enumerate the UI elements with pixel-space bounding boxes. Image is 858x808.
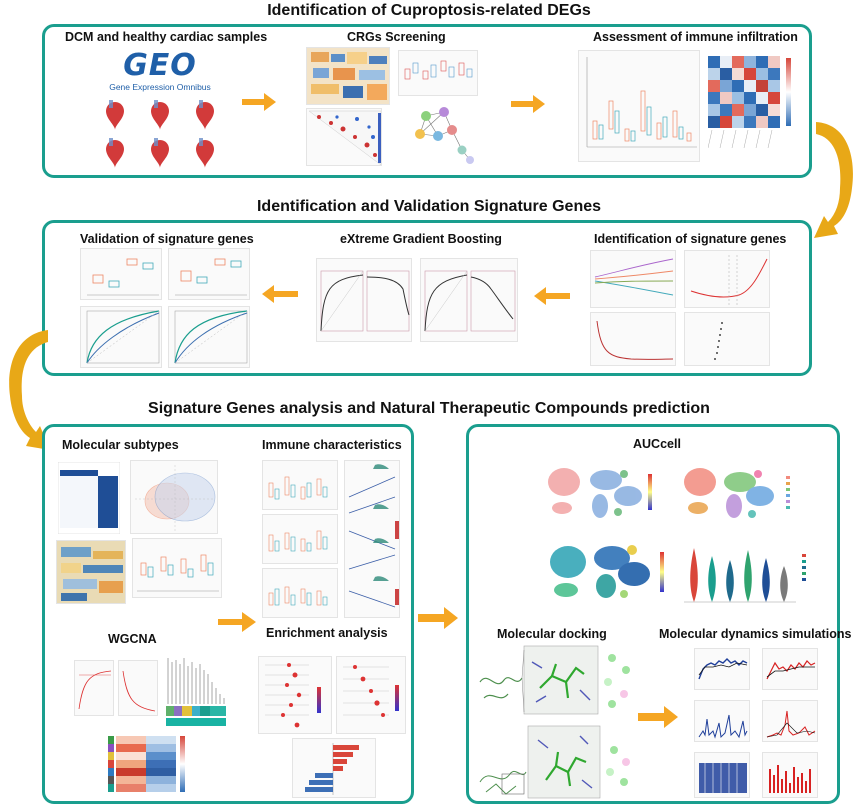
arrow-right-icon: [218, 612, 256, 632]
label-crgs-screening: CRGs Screening: [347, 30, 446, 44]
docking-protein-thumbnail: [476, 642, 638, 718]
svm-accuracy-thumbnail: [684, 312, 770, 366]
geo-logo-subtitle: Gene Expression Omnibus: [109, 82, 211, 92]
consensus-matrix-thumbnail: [58, 462, 120, 534]
arrow-right-icon: [418, 607, 458, 629]
label-molecular-docking: Molecular docking: [497, 627, 607, 641]
curved-arrow-icon: [814, 122, 853, 238]
lasso-path-thumbnail: [590, 250, 676, 308]
label-enrichment-analysis: Enrichment analysis: [266, 626, 388, 640]
immune-boxplot-thumbnail: [578, 50, 700, 162]
arrow-right-icon: [638, 706, 678, 728]
immune-boxplot-thumbnail: [262, 568, 338, 618]
label-immune-infiltration: Assessment of immune infiltration: [593, 30, 798, 44]
label-xgboost: eXtreme Gradient Boosting: [340, 232, 502, 246]
docking-ligand-thumbnail: [476, 722, 638, 800]
immune-boxplot-thumbnail: [262, 514, 338, 564]
label-molecular-subtypes: Molecular subtypes: [62, 438, 179, 452]
immune-heatmap-thumbnail: [708, 56, 796, 152]
arrow-right-icon: [511, 95, 545, 113]
arrow-right-icon: [242, 93, 276, 111]
heatmap-thumbnail: [306, 47, 390, 105]
md-hbond-thumbnail: [762, 752, 818, 798]
md-hbond-thumbnail: [694, 752, 750, 798]
md-rmsd-thumbnail: [762, 648, 818, 690]
correlation-matrix-thumbnail: [306, 108, 382, 166]
md-rmsf-thumbnail: [694, 700, 750, 742]
enrichment-dotplot-thumbnail: [336, 656, 406, 734]
roc-curve-thumbnail: [168, 306, 250, 368]
label-auccell: AUCcell: [633, 437, 681, 451]
label-validation-signature-genes: Validation of signature genes: [80, 232, 254, 246]
gsea-barplot-thumbnail: [292, 738, 376, 798]
heart-icon: [106, 102, 214, 168]
validation-boxplot-thumbnail: [168, 248, 250, 300]
ppi-network-thumbnail: [400, 102, 480, 166]
enrichment-dotplot-thumbnail: [258, 656, 332, 734]
label-wgcna: WGCNA: [108, 632, 157, 646]
validation-boxplot-thumbnail: [80, 248, 162, 300]
svm-error-thumbnail: [590, 312, 676, 366]
heart-samples-grid: [95, 98, 225, 174]
violin-plot-thumbnail: [680, 536, 824, 608]
curved-arrow-icon: [9, 330, 50, 450]
section-title-natural-compounds: Signature Genes analysis and Natural The…: [148, 400, 710, 417]
boxplot-thumbnail: [398, 50, 478, 96]
arrow-left-icon: [262, 285, 298, 303]
pca-plot-thumbnail: [130, 460, 218, 534]
roc-curve-thumbnail: [80, 306, 162, 368]
immune-boxplot-thumbnail: [262, 460, 338, 510]
wgcna-soft-threshold-thumbnail: [74, 660, 114, 716]
subtype-heatmap-thumbnail: [56, 540, 126, 604]
arrow-left-icon: [534, 287, 570, 305]
label-immune-characteristics: Immune characteristics: [262, 438, 402, 452]
label-identification-signature-genes: Identification of signature genes: [594, 232, 787, 246]
section-title-signature-genes: Identification and Validation Signature …: [256, 198, 602, 215]
label-molecular-dynamics: Molecular dynamics simulations: [659, 627, 852, 641]
wgcna-dendrogram-thumbnail: [164, 654, 228, 730]
xgboost-curve-thumbnail: [316, 258, 412, 342]
umap-aucell-score-thumbnail: [540, 536, 672, 608]
section-title-cuproptosis-degs: Identification of Cuproptosis-related DE…: [267, 2, 591, 19]
correlation-scatter-thumbnail: [344, 460, 400, 618]
label-dcm-samples: DCM and healthy cardiac samples: [65, 30, 268, 44]
xgboost-curve-thumbnail: [420, 258, 518, 342]
wgcna-connectivity-thumbnail: [118, 660, 158, 716]
umap-clusters-thumbnail: [674, 460, 824, 530]
geo-logo-text: GEO: [123, 48, 197, 83]
module-trait-heatmap-thumbnail: [108, 732, 190, 798]
md-rmsf-thumbnail: [762, 700, 818, 742]
lasso-cv-thumbnail: [684, 250, 770, 308]
md-rmsd-thumbnail: [694, 648, 750, 690]
umap-auc-thumbnail: [540, 460, 658, 530]
geo-logo: GEO Gene Expression Omnibus: [105, 50, 215, 94]
subtype-boxplot-thumbnail: [132, 538, 222, 598]
